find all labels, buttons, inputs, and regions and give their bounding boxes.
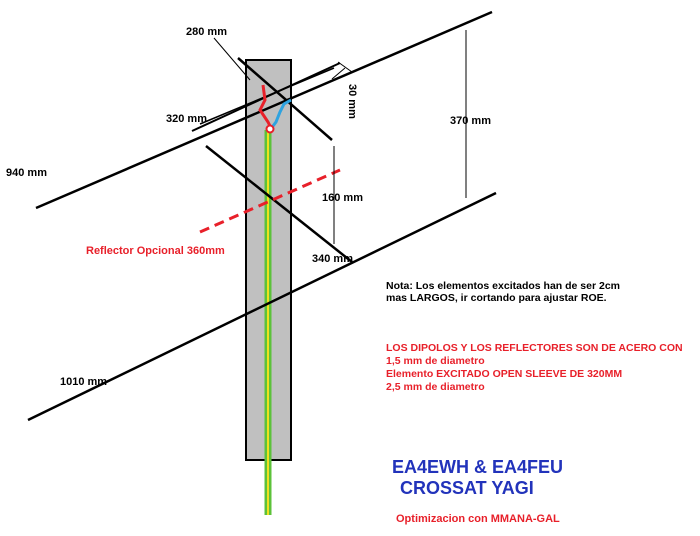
element-320mm-upper [199,67,335,125]
note-line-1: Nota: Los elementos excitados han de ser… [386,280,620,292]
label-1010mm: 1010 mm [60,376,107,388]
title-line-2: CROSSAT YAGI [400,478,534,498]
label-280mm: 280 mm [186,26,227,38]
element-940mm [35,10,493,210]
label-370mm: 370 mm [450,115,491,127]
element-280mm [237,57,333,141]
material-line-4: 2,5 mm de diametro [386,381,485,393]
title-subtitle: Optimizacion con MMANA-GAL [396,513,560,525]
dim-280-leader [213,37,251,81]
label-940mm: 940 mm [6,167,47,179]
dim-30-line [337,61,353,73]
element-340mm [205,145,353,263]
label-160mm: 160 mm [322,192,363,204]
label-reflector-optional: Reflector Opcional 360mm [86,245,225,257]
label-30mm: 30 mm [346,84,358,119]
feed-wire-blue [268,98,292,131]
material-line-3: Elemento EXCITADO OPEN SLEEVE DE 320MM [386,368,622,380]
note-line-2: mas LARGOS, ir cortando para ajustar ROE… [386,292,607,304]
dim-30-arrow [331,67,346,80]
title-line-1: EA4EWH & EA4FEU [392,457,563,477]
label-340mm: 340 mm [312,253,353,265]
material-line-2: 1,5 mm de diametro [386,355,485,367]
element-1010mm [27,191,497,422]
label-320mm: 320 mm [166,113,207,125]
feed-point [265,124,275,134]
material-line-1: LOS DIPOLOS Y LOS REFLECTORES SON DE ACE… [386,342,683,354]
reflector-optional-dashed [199,168,341,234]
